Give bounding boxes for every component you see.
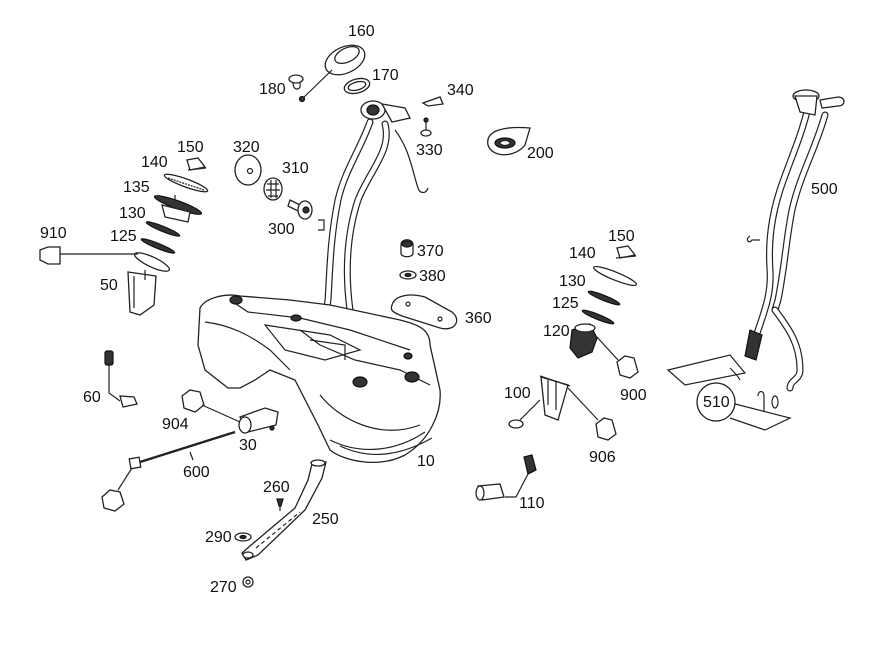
level-sensor-right-part[interactable]: [475, 454, 537, 501]
callout-110: 110: [519, 495, 545, 512]
cover-clip-left-part[interactable]: [186, 157, 207, 171]
screw-part[interactable]: [420, 117, 432, 137]
callout-160: 160: [348, 23, 375, 40]
callout-360: 360: [465, 310, 492, 327]
callout-10: 10: [417, 453, 435, 470]
gasket-left-part[interactable]: [145, 220, 181, 238]
flange-right-part[interactable]: [569, 323, 619, 361]
connector-housing-part[interactable]: [238, 407, 279, 434]
grommet-part[interactable]: [400, 239, 414, 258]
callout-330: 330: [416, 142, 443, 159]
filler-pipe-part[interactable]: [744, 89, 845, 392]
callout-125-right: 125: [552, 295, 579, 312]
callout-50: 50: [100, 277, 118, 294]
bolt-part[interactable]: [287, 199, 313, 220]
callout-140-right: 140: [569, 245, 596, 262]
strap-bolt-part[interactable]: [276, 498, 284, 511]
callout-270: 270: [210, 579, 237, 596]
filter-insert-part[interactable]: [263, 177, 283, 201]
callout-200: 200: [527, 145, 554, 162]
hose-clamp-kit-part[interactable]: [666, 354, 792, 431]
callout-500: 500: [811, 181, 838, 198]
insulation-pad-part[interactable]: [390, 294, 458, 330]
filler-neck-tubes[interactable]: [318, 100, 429, 329]
connector-906-part[interactable]: [595, 417, 617, 441]
callout-100: 100: [504, 385, 531, 402]
callout-140-left: 140: [141, 154, 168, 171]
callout-130-left: 130: [119, 205, 146, 222]
seal-ring-left-part[interactable]: [140, 237, 176, 255]
fuel-pump-module-left-part[interactable]: [127, 249, 171, 316]
cap-seal-part[interactable]: [343, 76, 372, 96]
callout-900: 900: [620, 387, 647, 404]
callout-320: 320: [233, 139, 260, 156]
callout-130-right: 130: [559, 273, 586, 290]
callout-340: 340: [447, 82, 474, 99]
callout-600: 600: [183, 464, 210, 481]
callout-370: 370: [417, 243, 444, 260]
callout-300: 300: [268, 221, 295, 238]
connector-910-part[interactable]: [101, 489, 125, 512]
wiring-harness-part[interactable]: [117, 430, 236, 491]
cover-clip-right-part[interactable]: [615, 245, 637, 259]
connector-908-part[interactable]: [39, 246, 138, 265]
fuel-pump-module-right-part[interactable]: [508, 375, 599, 429]
washer-part[interactable]: [234, 532, 252, 542]
tank-strap-part[interactable]: [241, 459, 327, 561]
filler-neck-housing-part[interactable]: [487, 126, 531, 156]
fuel-tank-part[interactable]: [197, 294, 441, 463]
callout-908: 910: [40, 225, 67, 242]
flange-left-part[interactable]: [153, 193, 203, 223]
rubber-washer-part[interactable]: [399, 270, 417, 280]
cap-tether-clip-part[interactable]: [288, 74, 304, 90]
gasket-right-part[interactable]: [587, 289, 621, 306]
callout-150-right: 150: [608, 228, 635, 245]
filler-cap-part[interactable]: [298, 39, 370, 103]
connector-904-part[interactable]: [181, 389, 241, 423]
connector-900-part[interactable]: [616, 355, 639, 379]
cover-disc-part[interactable]: [234, 154, 262, 186]
level-sensor-left-part[interactable]: [104, 350, 138, 408]
callout-250: 250: [312, 511, 339, 528]
callout-125-left: 125: [110, 228, 137, 245]
callout-135: 135: [123, 179, 150, 196]
callout-150-left: 150: [177, 139, 204, 156]
seal-ring-right-part[interactable]: [581, 308, 615, 325]
callout-510: 510: [703, 394, 730, 411]
locking-ring-right-part[interactable]: [592, 264, 638, 289]
callout-290: 290: [205, 529, 232, 546]
callout-310: 310: [282, 160, 309, 177]
callout-260: 260: [263, 479, 290, 496]
callout-904: 904: [162, 416, 189, 433]
locking-ring-left-part[interactable]: [163, 171, 209, 194]
callout-180: 180: [259, 81, 286, 98]
bracket-plate-part[interactable]: [421, 96, 444, 107]
callout-380: 380: [419, 268, 446, 285]
callout-906: 906: [589, 449, 616, 466]
callout-60: 60: [83, 389, 101, 406]
callout-120: 120: [543, 323, 570, 340]
strap-nut-part[interactable]: [242, 576, 254, 588]
callout-30: 30: [239, 437, 257, 454]
callout-170: 170: [372, 67, 399, 84]
